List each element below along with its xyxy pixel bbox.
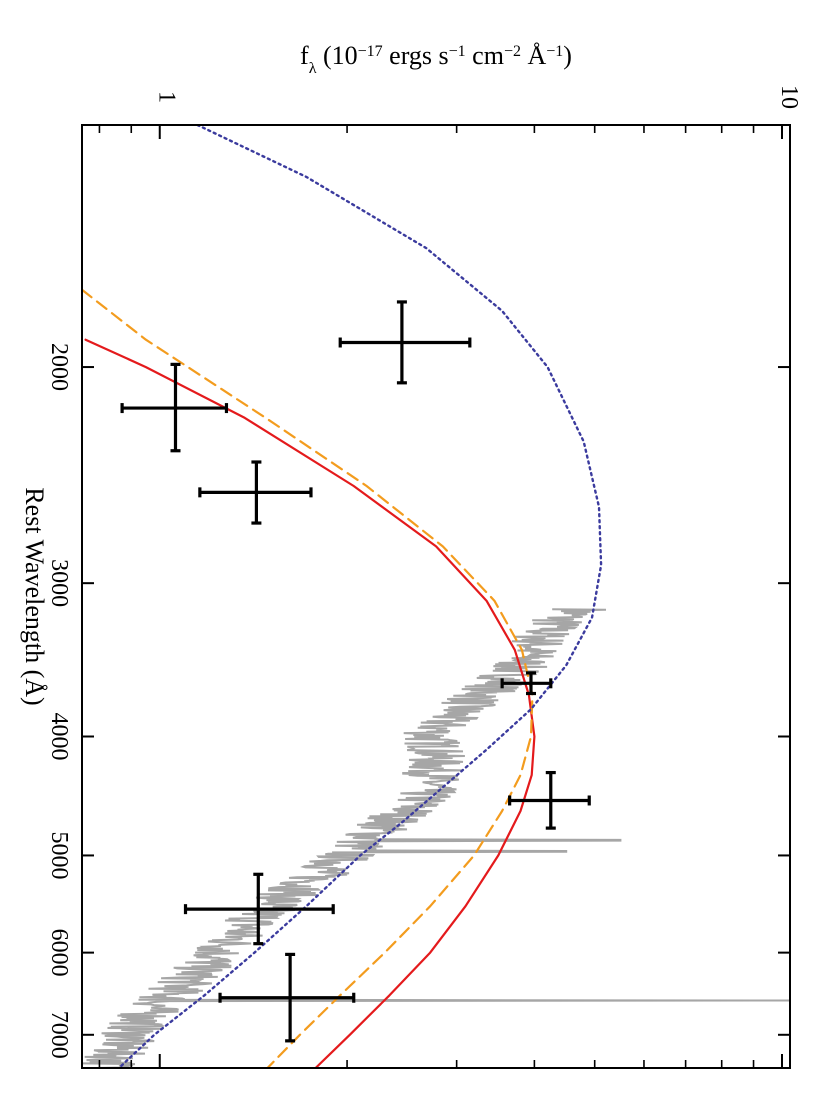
y-axis-title-part: λ — [309, 60, 317, 77]
y-axis-title-part: (10 — [316, 41, 357, 70]
wavelength-tick-label: 5000 — [46, 831, 72, 879]
y-axis-title-part: ) — [563, 41, 572, 70]
flux-tick-label: 1 — [154, 91, 180, 103]
photometry-point-7 — [218, 952, 356, 1043]
model-curve-dashed — [82, 288, 534, 1068]
photometry-point-2 — [120, 362, 229, 453]
flux-tick-label: 10 — [776, 85, 802, 109]
y-axis-title: fλ (10−17 ergs s−1 cm−2 Å−1) — [300, 41, 572, 77]
y-axis-title-part: f — [300, 41, 309, 70]
photometry-point-3 — [198, 460, 313, 525]
photometry-point-6 — [183, 872, 335, 946]
observed-spectrum-trace — [82, 608, 790, 1068]
y-axis-title-part: −2 — [504, 43, 521, 60]
y-axis-title-part: cm — [466, 41, 504, 70]
model-curves-layer — [82, 125, 603, 1068]
wavelength-tick-label: 3000 — [46, 559, 72, 607]
plot-frame — [81, 124, 791, 1069]
y-axis-title-part: −17 — [358, 43, 383, 60]
model-curve-dotted — [117, 125, 603, 1068]
y-axis-title-part: −1 — [546, 43, 563, 60]
photometry-point-5 — [508, 770, 591, 830]
x-axis-title: Rest Wavelength (Å) — [20, 487, 49, 705]
wavelength-tick-label: 2000 — [46, 343, 72, 391]
y-axis-title-part: ergs s — [383, 41, 449, 70]
y-axis-title-part: −1 — [449, 43, 466, 60]
photometry-layer — [120, 300, 591, 1043]
wavelength-tick-label: 6000 — [46, 929, 72, 977]
photometry-point-1 — [338, 300, 472, 385]
wavelength-tick-label: 7000 — [46, 1011, 72, 1059]
ticks-layer: 2000 3000 4000 5000 6000 7000 1 10 — [46, 85, 802, 1068]
wavelength-tick-label: 4000 — [46, 713, 72, 761]
photometry-point-4 — [500, 671, 553, 696]
model-curve-solid — [84, 338, 536, 1068]
y-axis-title-part: Å — [521, 41, 547, 70]
spectrum-layer — [82, 608, 790, 1068]
